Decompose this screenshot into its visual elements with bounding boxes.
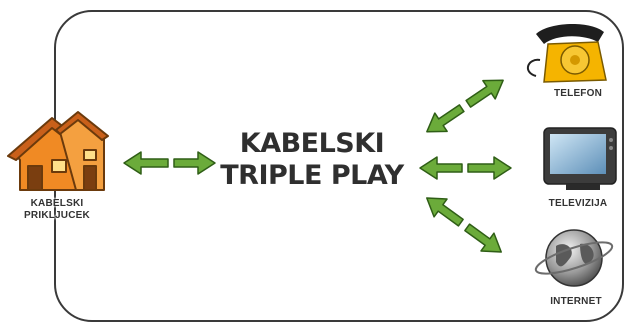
television-icon [543, 127, 617, 190]
center-title-line2: TRIPLE PLAY [220, 160, 404, 191]
left-double-arrow [123, 151, 216, 175]
service-label-internet: INTERNET [550, 296, 602, 307]
upper-double-arrow [426, 79, 504, 133]
globe-icon [534, 229, 614, 287]
lower-double-arrow [426, 197, 502, 253]
source-label-line1: KABELSKI [30, 198, 84, 209]
center-title-line1: KABELSKI [239, 128, 385, 159]
source-label-line2: PRIKLJUCEK [24, 210, 90, 221]
middle-double-arrow [419, 156, 512, 180]
house-icon [7, 111, 109, 191]
source-label: KABELSKI PRIKLJUCEK [12, 198, 102, 222]
service-label-telefon: TELEFON [553, 88, 603, 99]
service-label-televizija: TELEVIZIJA [548, 198, 608, 209]
center-title: KABELSKI TRIPLE PLAY [206, 128, 418, 192]
telephone-icon [526, 23, 607, 83]
